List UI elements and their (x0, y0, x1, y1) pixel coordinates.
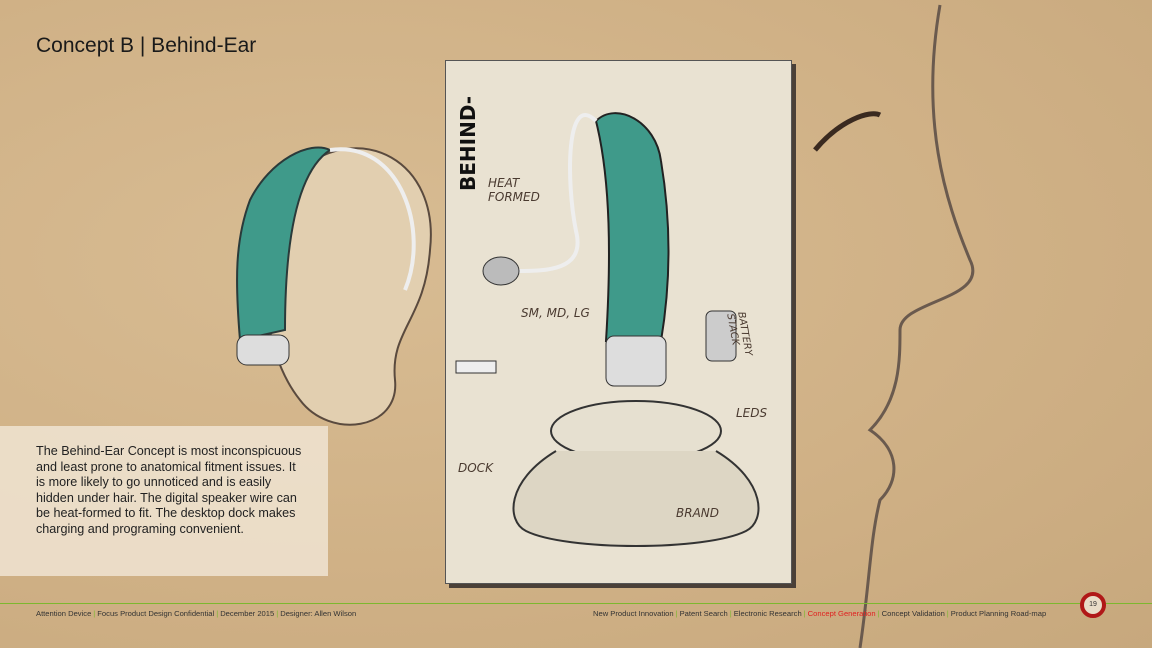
usb-plug-drawing (455, 360, 497, 374)
concept-sketch-card: BEHIND- HEAT FORMED SM, MD, LG BATTERY S… (445, 60, 792, 584)
device-body-drawing (594, 112, 670, 342)
face-profile-drawing (858, 4, 975, 648)
speaker-wire-drawing (329, 147, 416, 291)
heat-formed-label: HEAT FORMED (488, 176, 540, 204)
brand-label: BRAND (676, 506, 719, 520)
nav-new-product-innovation[interactable]: New Product Innovation (593, 609, 674, 618)
nav-concept-validation[interactable]: Concept Validation (881, 609, 945, 618)
dock-label: DOCK (458, 461, 493, 475)
device-cap-drawing (605, 335, 667, 387)
sizes-label: SM, MD, LG (521, 306, 590, 320)
behind-label: BEHIND- (456, 95, 480, 191)
nav-electronic-research[interactable]: Electronic Research (733, 609, 802, 618)
footer-divider (0, 603, 1152, 604)
footer-info: Attention Device|Focus Product Design Co… (36, 609, 357, 618)
dock-base-drawing (512, 450, 760, 547)
footer-project: Attention Device (36, 609, 92, 618)
ear-tip-drawing (482, 256, 520, 286)
ear-device-drawing (236, 146, 332, 342)
battery-stack-drawing (705, 310, 737, 362)
leds-label: LEDS (736, 406, 768, 420)
footer-date: December 2015 (220, 609, 275, 618)
wire-drawing (515, 113, 598, 273)
footer-designer: Designer: Allen Wilson (280, 609, 357, 618)
footer-confidential: Focus Product Design Confidential (97, 609, 215, 618)
nav-patent-search[interactable]: Patent Search (679, 609, 728, 618)
device-cap-drawing (236, 334, 290, 366)
eyebrow-drawing (813, 111, 882, 152)
process-nav: New Product Innovation|Patent Search|Ele… (593, 609, 1047, 618)
page-number-badge: 19 (1080, 592, 1106, 618)
concept-description: The Behind-Ear Concept is most inconspic… (0, 426, 328, 576)
nav-product-planning-roadmap[interactable]: Product Planning Road-map (950, 609, 1047, 618)
nav-concept-generation[interactable]: Concept Generation (807, 609, 876, 618)
slide-title: Concept B | Behind-Ear (36, 34, 257, 57)
device-dock-sketch (455, 112, 760, 547)
